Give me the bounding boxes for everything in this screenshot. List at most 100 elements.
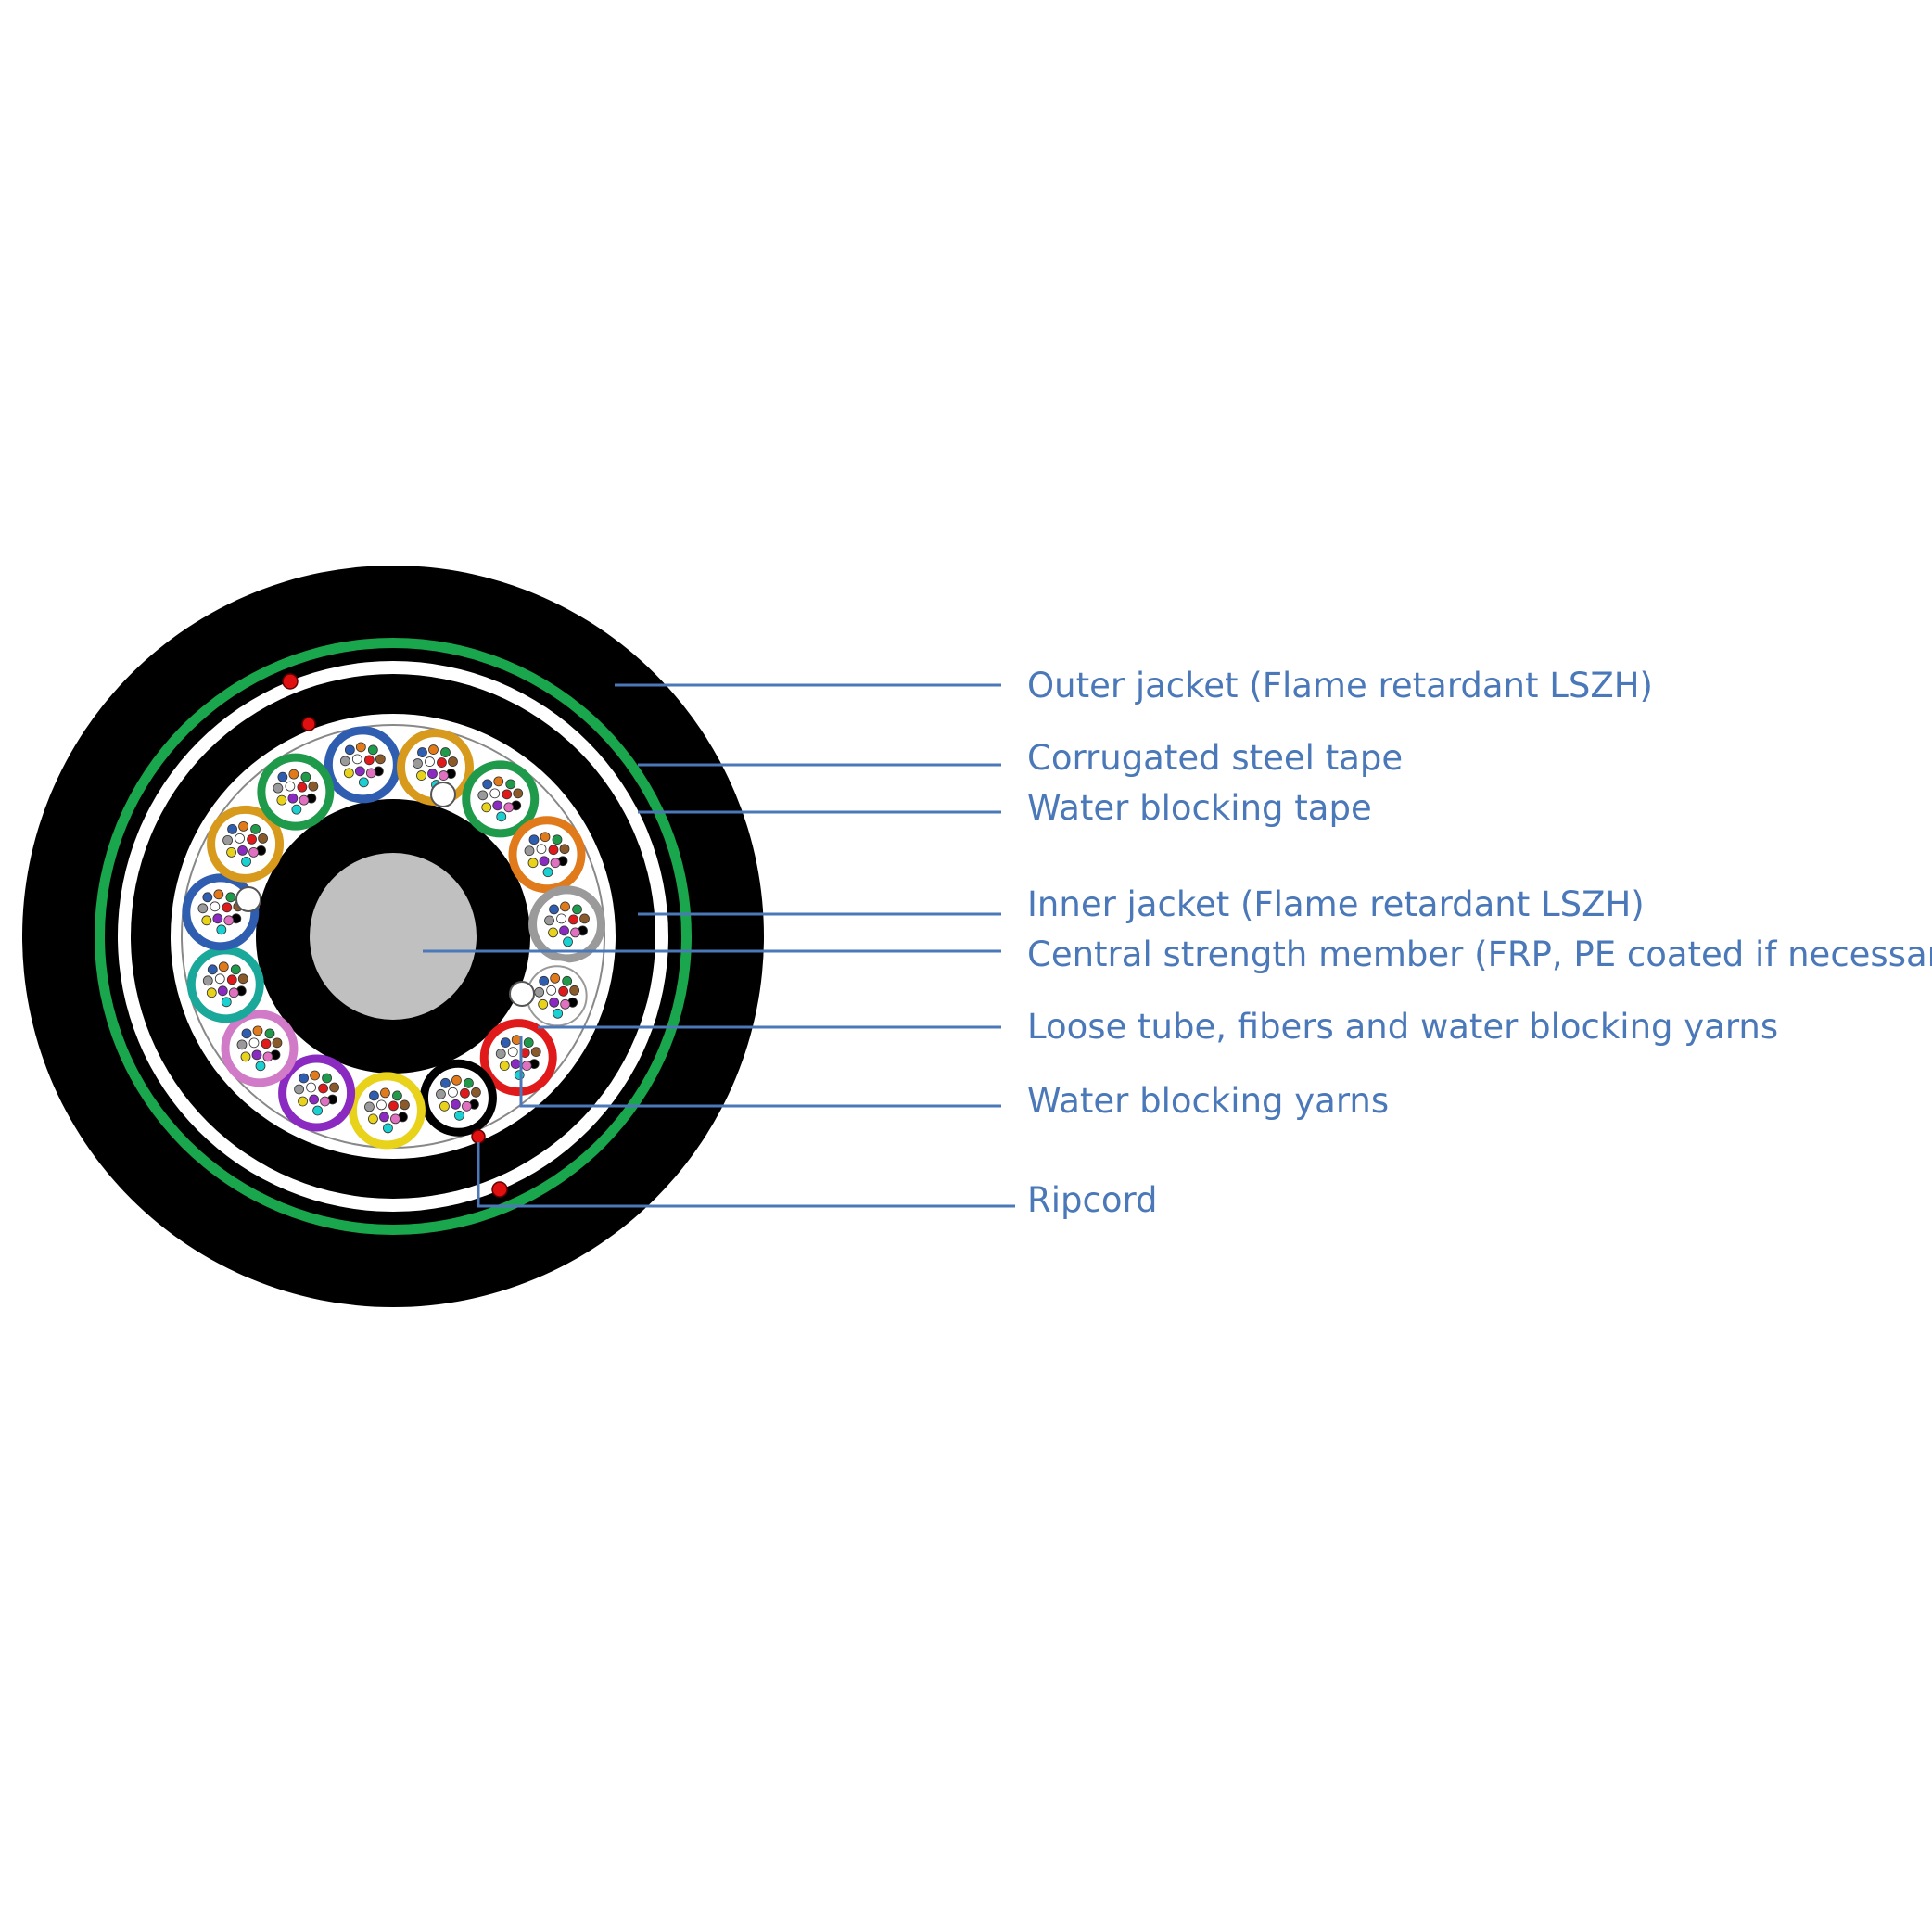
optical-fiber xyxy=(542,867,553,878)
optical-fiber xyxy=(262,1051,273,1062)
optical-fiber xyxy=(291,804,302,815)
optical-fiber xyxy=(427,769,438,779)
optical-fiber xyxy=(477,790,489,801)
optical-fiber xyxy=(482,779,493,790)
optical-fiber xyxy=(222,902,233,913)
optical-fiber xyxy=(388,1100,399,1112)
optical-fiber xyxy=(514,1070,525,1080)
optical-fiber xyxy=(230,964,241,975)
optical-fiber xyxy=(247,833,257,845)
loose-tube-wall xyxy=(207,805,285,883)
loose-tube-wall xyxy=(186,946,264,1023)
optical-fiber xyxy=(308,781,319,792)
optical-fiber xyxy=(503,802,515,813)
loose-tube-wall xyxy=(257,753,335,831)
optical-fiber xyxy=(556,913,566,924)
optical-fiber xyxy=(428,744,439,755)
optical-fiber xyxy=(500,1037,511,1048)
loose-tube xyxy=(396,729,474,807)
loose-tube xyxy=(278,1054,356,1132)
optical-fiber xyxy=(258,833,268,844)
optical-fiber xyxy=(572,904,582,915)
optical-fiber xyxy=(241,856,251,867)
optical-fiber xyxy=(227,823,237,834)
optical-fiber xyxy=(471,1087,481,1098)
optical-fiber xyxy=(343,768,354,779)
optical-fiber xyxy=(579,913,590,924)
optical-fiber xyxy=(241,1028,252,1039)
optical-fiber xyxy=(306,1082,316,1093)
optical-fiber xyxy=(439,1100,450,1112)
optical-fiber xyxy=(507,1047,518,1057)
water-blocking-yarn xyxy=(235,886,261,912)
optical-fiber xyxy=(540,832,551,843)
optical-fiber xyxy=(548,927,558,938)
optical-fiber xyxy=(369,1090,379,1101)
loose-tube-wall xyxy=(419,1059,497,1137)
label-outer-jacket: Outer jacket (Flame retardant LSZH) xyxy=(1027,666,1653,705)
optical-fiber xyxy=(505,779,516,790)
loose-tube xyxy=(324,726,401,804)
optical-fiber xyxy=(238,820,248,832)
leader-water-blocking-yarns xyxy=(519,1036,1001,1108)
optical-fiber xyxy=(217,985,228,997)
optical-fiber xyxy=(329,1082,339,1093)
optical-fiber xyxy=(559,844,570,855)
optical-fiber xyxy=(544,915,554,926)
loose-tube xyxy=(419,1059,497,1137)
optical-fiber xyxy=(481,802,492,813)
water-blocking-yarn xyxy=(430,782,456,807)
optical-fiber xyxy=(495,1049,506,1059)
optical-fiber xyxy=(437,757,447,768)
optical-fiber xyxy=(355,742,366,753)
optical-fiber xyxy=(264,1028,275,1039)
optical-fiber xyxy=(550,858,561,869)
optical-fiber xyxy=(392,1090,402,1101)
optical-fiber xyxy=(539,975,550,986)
optical-fiber xyxy=(528,834,540,845)
optical-fiber xyxy=(400,1099,410,1111)
loose-tube-wall xyxy=(528,885,606,963)
optical-fiber xyxy=(367,744,378,756)
optical-fiber xyxy=(363,755,375,766)
optical-fiber xyxy=(464,1077,474,1088)
optical-fiber xyxy=(538,998,549,1010)
optical-fiber xyxy=(563,936,573,947)
optical-fiber xyxy=(318,1083,328,1094)
ripcord xyxy=(491,1181,508,1198)
optical-fiber xyxy=(225,892,236,903)
label-loose-tube: Loose tube, fibers and water blocking ya… xyxy=(1027,1007,1778,1047)
optical-fiber xyxy=(339,756,350,767)
optical-fiber xyxy=(462,1100,472,1112)
optical-fiber xyxy=(285,781,296,792)
optical-fiber xyxy=(312,1105,323,1116)
optical-fiber xyxy=(237,845,248,856)
leader-ripcord xyxy=(477,1142,1015,1208)
loose-tube xyxy=(207,805,285,883)
optical-fiber xyxy=(549,997,560,1008)
optical-fiber xyxy=(558,985,569,997)
optical-fiber xyxy=(221,997,232,1008)
label-water-blocking-tape: Water blocking tape xyxy=(1027,788,1372,828)
optical-fiber xyxy=(417,747,427,757)
optical-fiber xyxy=(197,903,209,914)
optical-fiber xyxy=(375,754,386,765)
loose-tube-wall xyxy=(221,1010,299,1087)
optical-fiber xyxy=(413,758,423,769)
loose-tube xyxy=(462,760,540,838)
optical-fiber xyxy=(368,1113,378,1125)
optical-fiber xyxy=(536,844,547,855)
optical-fiber xyxy=(226,846,236,858)
optical-fiber xyxy=(569,985,580,996)
optical-fiber xyxy=(261,1038,272,1049)
optical-fiber xyxy=(546,985,557,996)
optical-fiber xyxy=(496,811,507,822)
optical-fiber xyxy=(390,1113,400,1125)
optical-fiber xyxy=(562,975,573,986)
loose-tube-wall xyxy=(348,1072,426,1150)
optical-fiber xyxy=(559,925,569,936)
optical-fiber xyxy=(299,1073,309,1084)
optical-fiber xyxy=(210,901,221,912)
optical-fiber xyxy=(460,1087,470,1099)
